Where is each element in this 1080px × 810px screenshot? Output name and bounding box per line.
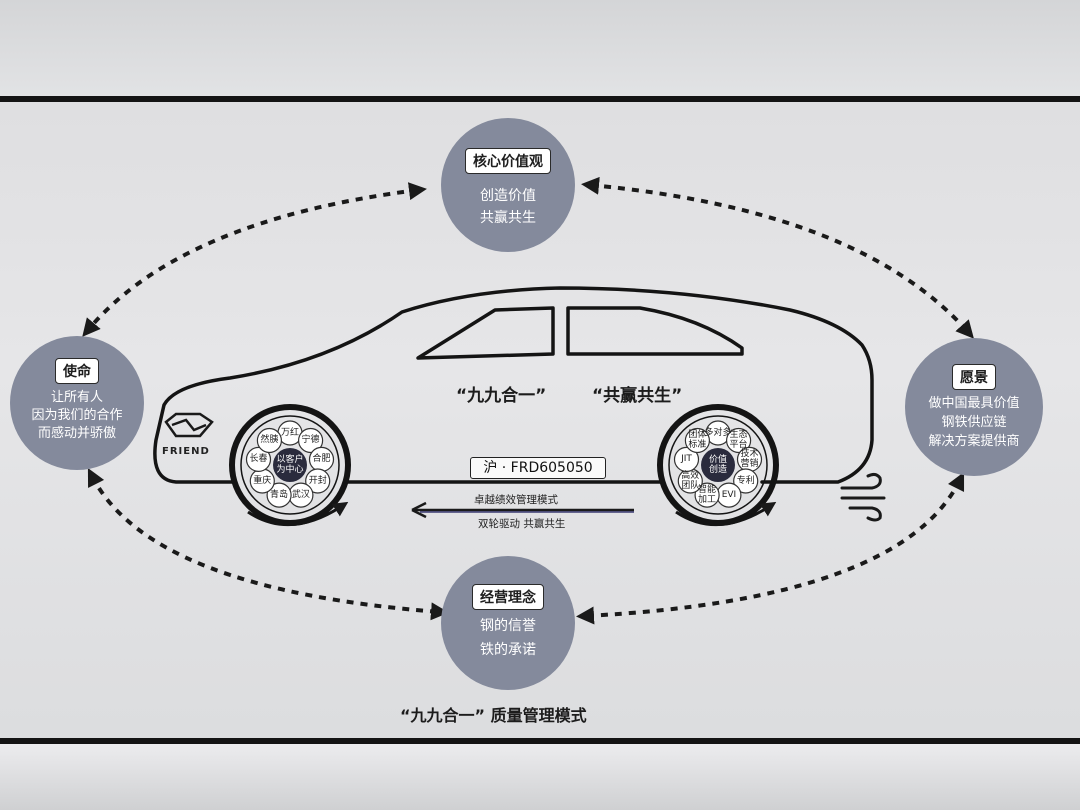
right-wheel-rim bbox=[668, 415, 768, 515]
node-mission: 使命 让所有人 因为我们的合作 而感动并骄傲 bbox=[10, 336, 144, 470]
right-wheel-item-label: 生态平台 bbox=[729, 430, 748, 451]
vision-line-3: 解决方案提供商 bbox=[928, 434, 1020, 449]
mission-title: 使命 bbox=[55, 358, 99, 384]
slogan-win-win: “共赢共生” bbox=[592, 386, 683, 406]
board-bottom-edge bbox=[0, 738, 1080, 744]
right-wheel-bubble bbox=[725, 427, 752, 454]
node-core-values: 核心价值观 创造价值 共赢共生 bbox=[441, 118, 575, 252]
right-wheel-item-label: 智能加工 bbox=[698, 485, 717, 506]
left-wheel-bubble bbox=[298, 427, 324, 454]
left-wheel-item-label: 重庆 bbox=[253, 476, 272, 486]
license-plate: 沪 · FRD605050 bbox=[470, 457, 606, 479]
mode-label-top: 卓越绩效管理模式 bbox=[474, 494, 558, 506]
friend-logo-icon bbox=[164, 412, 214, 438]
left-wheel-bubble bbox=[256, 427, 282, 454]
right-wheel-bubble bbox=[733, 468, 759, 494]
left-wheel-center-label: 以客户为中心 bbox=[276, 455, 304, 475]
car-window-front bbox=[416, 306, 555, 360]
car-body-outline bbox=[153, 286, 874, 484]
mission-line-1: 让所有人 bbox=[50, 390, 103, 405]
right-wheel-item-label: 团体标准 bbox=[688, 430, 707, 451]
arrow-mission-to-philosophy bbox=[87, 467, 449, 621]
slogan-nine-in-one: “九九合一” bbox=[456, 386, 547, 406]
arrow-core-to-vision bbox=[581, 176, 974, 339]
car-window-rear bbox=[566, 306, 744, 356]
left-wheel-bubble bbox=[305, 468, 331, 494]
right-wheel-item-label: 专利 bbox=[736, 476, 755, 486]
philosophy-line-1: 钢的信誉 bbox=[480, 618, 536, 634]
right-wheel-tyre bbox=[657, 404, 779, 526]
right-wheel-bubble bbox=[694, 482, 720, 508]
vision-line-1: 做中国最具价值 bbox=[928, 396, 1020, 411]
core-values-line-2: 共赢共生 bbox=[480, 210, 536, 226]
left-wheel-item-label: 然胰 bbox=[260, 435, 279, 446]
mission-line-2: 因为我们的合作 bbox=[31, 408, 123, 423]
wall-top bbox=[0, 0, 1080, 98]
vision-title: 愿景 bbox=[952, 364, 996, 390]
mode-label-bottom: 双轮驱动 共赢共生 bbox=[478, 518, 566, 530]
core-values-title: 核心价值观 bbox=[465, 148, 551, 174]
mission-line-3: 而感动并骄傲 bbox=[37, 426, 116, 441]
left-wheel-hub bbox=[273, 448, 307, 482]
right-wheel-bubble bbox=[673, 446, 700, 472]
left-wheel-item-label: 武汉 bbox=[291, 490, 310, 501]
node-vision: 愿景 做中国最具价值 钢铁供应链 解决方案提供商 bbox=[905, 338, 1043, 476]
right-wheel-spin-arrow bbox=[675, 501, 777, 527]
left-wheel-bubble bbox=[266, 482, 292, 508]
left-wheel-rim bbox=[240, 415, 340, 515]
core-values-line-1: 创造价值 bbox=[480, 188, 536, 204]
philosophy-title: 经营理念 bbox=[472, 584, 544, 610]
right-wheel-item-label: EVI bbox=[721, 490, 737, 501]
node-business-philosophy: 经营理念 钢的信誉 铁的承诺 bbox=[441, 556, 575, 690]
right-wheel-item-label: JIT bbox=[681, 454, 692, 465]
wall-bottom bbox=[0, 744, 1080, 810]
right-wheel-item-label: 多对多 bbox=[704, 428, 732, 438]
right-wheel-item-label: 高效团队 bbox=[681, 471, 700, 491]
left-wheel-spin-arrow bbox=[247, 501, 349, 527]
exhaust-wind-icon bbox=[840, 472, 886, 522]
left-wheel-item-label: 万红 bbox=[280, 428, 299, 438]
left-wheel-bubble bbox=[245, 446, 272, 472]
right-wheel-hub bbox=[701, 448, 735, 482]
arrow-vision-to-philosophy bbox=[576, 471, 965, 625]
right-wheel-item-label: 技术营销 bbox=[740, 449, 759, 470]
left-wheel-item-label: 长春 bbox=[249, 454, 268, 465]
brand-name: FRIEND bbox=[162, 446, 210, 457]
left-wheel-item-label: 青岛 bbox=[270, 490, 289, 501]
philosophy-line-2: 铁的承诺 bbox=[480, 642, 536, 658]
vision-line-2: 钢铁供应链 bbox=[941, 415, 1007, 430]
arrow-core-to-mission bbox=[82, 182, 427, 337]
left-wheel-item-label: 宁德 bbox=[301, 435, 320, 446]
left-wheel-tyre bbox=[229, 404, 351, 526]
right-wheel-bubble bbox=[684, 427, 711, 454]
board-top-edge bbox=[0, 96, 1080, 102]
footer-caption: “九九合一” 质量管理模式 bbox=[400, 706, 587, 725]
right-wheel-center-label: 价值创造 bbox=[708, 455, 727, 475]
left-wheel-item-label: 合肥 bbox=[312, 454, 331, 465]
left-wheel-item-label: 开封 bbox=[308, 476, 327, 486]
